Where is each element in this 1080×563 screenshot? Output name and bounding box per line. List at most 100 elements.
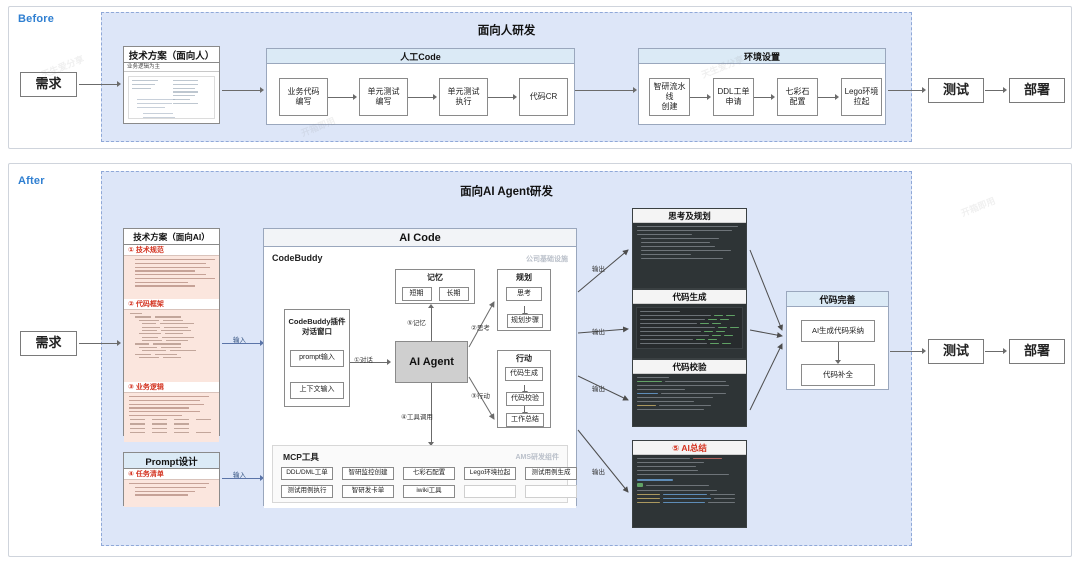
after-dark-panel-codecheck-title: 代码校验 (633, 360, 746, 374)
after-chat-card: CodeBuddy插件 对话窗口 prompt输入 上下文输入 (284, 309, 350, 407)
after-planning-item-think: 思考 (506, 287, 542, 301)
after-mcp-tool-6[interactable]: 测试用例执行 (281, 485, 333, 498)
after-mcp-tool-1[interactable]: DDL/DML工单 (281, 467, 333, 480)
before-arrow-4 (888, 90, 924, 91)
after-prompt-input-line (222, 478, 262, 479)
before-step-2: 单元测试 编写 (359, 78, 408, 116)
after-test-node: 测试 (928, 339, 984, 364)
after-edge-dialog-label: ①对话 (354, 357, 373, 364)
after-plan-input-head (260, 340, 264, 346)
after-section-tag: After (18, 175, 45, 187)
after-action-group: 行动 代码生成 代码校验 工作总结 (497, 350, 551, 428)
after-dark-panel-codecheck-body (633, 374, 746, 416)
after-edge-think-label: ②思考 (471, 325, 490, 332)
after-arrow-tail-2 (985, 351, 1005, 352)
after-edge-tool-line (431, 383, 432, 445)
after-ai-code-title: AI Code (264, 229, 576, 247)
after-region-title: 面向AI Agent研发 (460, 186, 553, 198)
after-edge-memory-label: ⑤记忆 (407, 320, 426, 327)
after-dark-panel-codegen-body (633, 304, 746, 355)
after-action-connector-2 (524, 406, 525, 414)
after-plan-panel: 技术方案（面向AI） ① 技术规范 ② 代码框架 (123, 228, 220, 442)
after-ai-agent: AI Agent (395, 341, 468, 383)
after-mcp-tool-2[interactable]: 智研监控创建 (342, 467, 394, 480)
after-mcp-tool-5[interactable]: 测试用例生成 (525, 467, 577, 480)
after-chat-item-prompt: prompt输入 (290, 350, 344, 368)
after-output-label-2: 输出 (592, 329, 605, 336)
after-prompt-panel: Prompt设计 ④ 任务清单 (123, 452, 220, 507)
after-input-label-1: 输入 (233, 337, 246, 344)
after-refine-step-1: AI生成代码采纳 (801, 320, 875, 342)
before-env-arrow-1-head (707, 94, 711, 100)
after-action-item-gen: 代码生成 (505, 367, 543, 381)
after-dark-panel-summary-body (633, 455, 746, 509)
after-arrow-tail-1 (890, 351, 924, 352)
after-deploy-node: 部署 (1009, 339, 1065, 364)
before-arrow-1-head (117, 81, 121, 87)
before-env-step-1: 智研流水线 创建 (649, 78, 690, 116)
after-plan-sec-2-label: ② 代码框架 (124, 299, 219, 310)
after-mcp-tool-3[interactable]: 七彩石配置 (403, 467, 455, 480)
after-input-label-2: 输入 (233, 472, 246, 479)
after-dark-panel-summary-title: ⑤ AI总结 (633, 441, 746, 455)
before-arrow-2-head (260, 87, 264, 93)
before-plan-subtitle: 业务逻辑为主 (124, 63, 219, 72)
after-memory-item-long: 长期 (438, 287, 469, 301)
before-env-arrow-3 (818, 97, 837, 98)
before-arrow-1 (79, 84, 119, 85)
after-refine-connector (838, 342, 839, 363)
after-edge-action-label: ③行动 (471, 393, 490, 400)
after-plan-sec-1-body (124, 256, 219, 299)
before-env-step-2: DDL工单 申请 (713, 78, 754, 116)
after-prompt-sec-body (124, 480, 219, 507)
before-deploy-node: 部署 (1009, 78, 1065, 103)
after-edge-memory-line (431, 308, 432, 341)
after-memory-title: 记忆 (427, 273, 443, 282)
before-arrow-4-head (922, 87, 926, 93)
after-mcp-tool-8[interactable]: iwiki工具 (403, 485, 455, 498)
after-chat-item-context: 上下文输入 (290, 382, 344, 400)
before-arrow-3 (575, 90, 635, 91)
before-group-env-title: 环境设置 (639, 49, 885, 64)
before-env-arrow-2 (754, 97, 773, 98)
after-dark-panel-codegen-title: 代码生成 (633, 290, 746, 304)
after-dark-panel-codecheck: 代码校验 (632, 359, 747, 427)
after-ai-code-panel: AI Code CodeBuddy 公司基础设施 CodeBuddy插件 对话窗… (263, 228, 577, 508)
after-dark-panel-thinking-title: 思考及规划 (633, 209, 746, 223)
after-codebuddy-label: CodeBuddy (272, 253, 323, 263)
after-mcp-tool-9[interactable] (464, 485, 516, 498)
after-edge-memory-head (428, 304, 434, 308)
after-refine-panel: 代码完善 AI生成代码采纳 代码补全 (786, 291, 889, 390)
after-plan-title: 技术方案（面向AI） (124, 229, 219, 245)
after-mcp-tool-4[interactable]: Lego环境拉起 (464, 467, 516, 480)
after-edge-tool-head (428, 442, 434, 446)
before-group-manual-code-title: 人工Code (267, 49, 574, 64)
after-prompt-input-head (260, 475, 264, 481)
after-arrow-tail-1-head (922, 348, 926, 354)
before-step-arrow-1 (328, 97, 355, 98)
after-prompt-title: Prompt设计 (124, 453, 219, 469)
after-action-title: 行动 (516, 354, 532, 363)
before-step-arrow-1-head (353, 94, 357, 100)
after-dark-panel-thinking-body (633, 223, 746, 265)
after-output-label-4: 输出 (592, 469, 605, 476)
before-step-3: 单元测试 执行 (439, 78, 488, 116)
after-edge-dialog-head (387, 359, 391, 365)
after-prompt-sec-label: ④ 任务清单 (124, 469, 219, 480)
after-mcp-tool-7[interactable]: 智研发卡单 (342, 485, 394, 498)
after-refine-connector-head (835, 360, 841, 364)
after-mcp-tool-10[interactable] (525, 485, 577, 498)
after-edge-dialog-line (350, 362, 389, 363)
before-plan-title: 技术方案（面向人） (124, 47, 219, 63)
after-plan-input-line (222, 343, 262, 344)
after-arrow-tail-2-head (1003, 348, 1007, 354)
after-memory-item-short: 短期 (401, 287, 432, 301)
before-test-node: 测试 (928, 78, 984, 103)
after-output-label-1: 输出 (592, 266, 605, 273)
after-dark-panel-thinking: 思考及规划 (632, 208, 747, 289)
after-plan-sec-3-body (124, 393, 219, 442)
before-region-title: 面向人研发 (477, 25, 536, 37)
after-memory-group: 记忆 短期 长期 (395, 269, 475, 304)
after-plan-sec-1-label: ① 技术规范 (124, 245, 219, 256)
